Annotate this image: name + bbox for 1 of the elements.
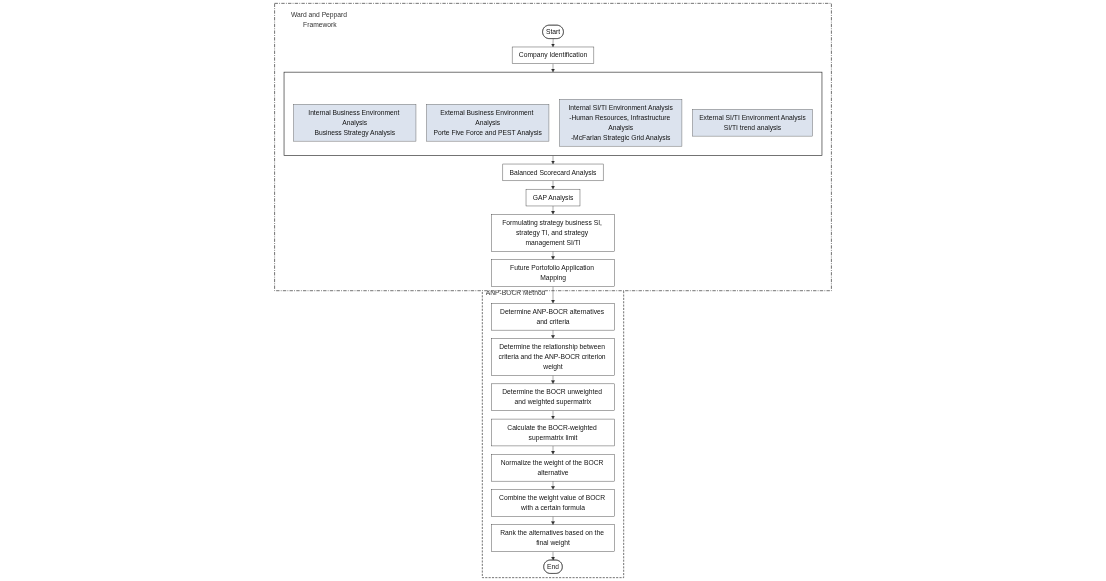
- cluster: [283, 71, 823, 156]
